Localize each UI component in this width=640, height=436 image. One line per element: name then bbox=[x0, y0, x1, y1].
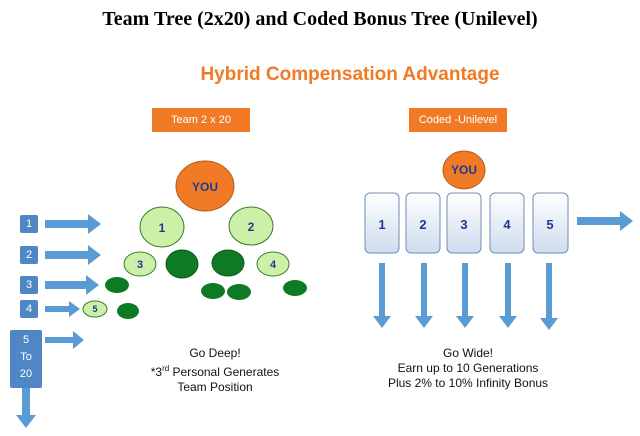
unilevel-box-label: 5 bbox=[546, 217, 553, 232]
unilevel-tree: YOU 1 2 3 4 5 bbox=[364, 150, 569, 254]
down-arrow-icon bbox=[499, 263, 517, 328]
unilevel-box bbox=[489, 192, 525, 254]
down-arrow-icon bbox=[540, 263, 558, 330]
down-arrow-icon bbox=[373, 263, 391, 328]
level-arrow-icon bbox=[45, 245, 101, 265]
marker-line: 20 bbox=[19, 368, 33, 380]
down-arrow-icon bbox=[456, 263, 474, 328]
team-node-5-label: 5 bbox=[92, 304, 97, 314]
team-you-node bbox=[175, 160, 235, 212]
unilevel-you-label: YOU bbox=[451, 163, 477, 177]
team-node-2 bbox=[228, 206, 274, 246]
level-marker-4: 4 bbox=[20, 300, 38, 318]
level-arrow-icon bbox=[45, 214, 101, 234]
team-node-1-label: 1 bbox=[159, 221, 166, 235]
unilevel-box bbox=[364, 192, 400, 254]
unilevel-box-label: 1 bbox=[378, 217, 385, 232]
level-marker-5-to-20: 5 To 20 bbox=[10, 330, 42, 388]
unilevel-box-label: 2 bbox=[419, 217, 426, 232]
team-you-label: YOU bbox=[192, 180, 218, 194]
marker-line: To bbox=[20, 351, 32, 363]
team-node-dark bbox=[201, 283, 225, 299]
subtitle: Hybrid Compensation Advantage bbox=[200, 64, 500, 85]
wide-arrow-icon bbox=[577, 211, 633, 231]
team-node-4 bbox=[256, 251, 290, 277]
caption-line: Team Position bbox=[177, 380, 253, 394]
level-arrow-icon bbox=[45, 331, 84, 349]
caption-line: Go Wide! bbox=[442, 346, 493, 360]
team-node-dark bbox=[117, 303, 139, 319]
level-arrows bbox=[16, 214, 101, 428]
team-tree-caption: Go Deep! *3rd Personal Generates Team Po… bbox=[140, 346, 290, 395]
unilevel-caption: Go Wide! Earn up to 10 Generations Plus … bbox=[368, 346, 568, 391]
team-node-2-label: 2 bbox=[248, 220, 255, 234]
team-node-4-label: 4 bbox=[270, 259, 277, 271]
unilevel-you-node bbox=[442, 150, 486, 190]
team-node-1 bbox=[139, 206, 185, 248]
unilevel-box-label: 3 bbox=[460, 217, 467, 232]
team-node-dark bbox=[283, 280, 307, 296]
team-node-5 bbox=[82, 300, 108, 318]
level-marker-2: 2 bbox=[20, 246, 38, 264]
marker-line: 5 bbox=[22, 334, 30, 346]
caption-line: Plus 2% to 10% Infinity Bonus bbox=[387, 376, 549, 390]
level-arrow-icon bbox=[45, 275, 99, 295]
level-arrow-icon bbox=[45, 301, 80, 317]
unilevel-box bbox=[532, 192, 569, 254]
unilevel-box-label: 4 bbox=[503, 217, 511, 232]
down-arrow-icon bbox=[16, 388, 36, 428]
unilevel-tag: Coded -Unilevel bbox=[409, 108, 507, 132]
level-marker-3: 3 bbox=[20, 276, 38, 294]
team-node-dark bbox=[105, 277, 129, 293]
caption-line: Earn up to 10 Generations bbox=[397, 361, 539, 375]
unilevel-box bbox=[446, 192, 482, 254]
unilevel-arrows bbox=[373, 211, 633, 330]
caption-superscript: rd bbox=[162, 364, 170, 373]
page-title: Team Tree (2x20) and Coded Bonus Tree (U… bbox=[102, 8, 538, 30]
caption-prefix: *3 bbox=[150, 365, 163, 379]
team-tree-tag: Team 2 x 20 bbox=[152, 108, 250, 132]
team-node-dark bbox=[165, 249, 199, 279]
team-node-3-label: 3 bbox=[137, 259, 143, 271]
level-marker-1: 1 bbox=[20, 215, 38, 233]
team-node-3 bbox=[123, 251, 157, 277]
team-node-dark bbox=[227, 284, 251, 300]
team-tree: YOU 1 2 3 4 5 bbox=[82, 160, 307, 319]
unilevel-box bbox=[405, 192, 441, 254]
caption-line: *3rd Personal Generates bbox=[140, 361, 290, 380]
down-arrow-icon bbox=[415, 263, 433, 328]
caption-suffix: Personal Generates bbox=[169, 365, 280, 379]
caption-line: Go Deep! bbox=[189, 346, 241, 360]
team-node-dark bbox=[211, 249, 245, 277]
